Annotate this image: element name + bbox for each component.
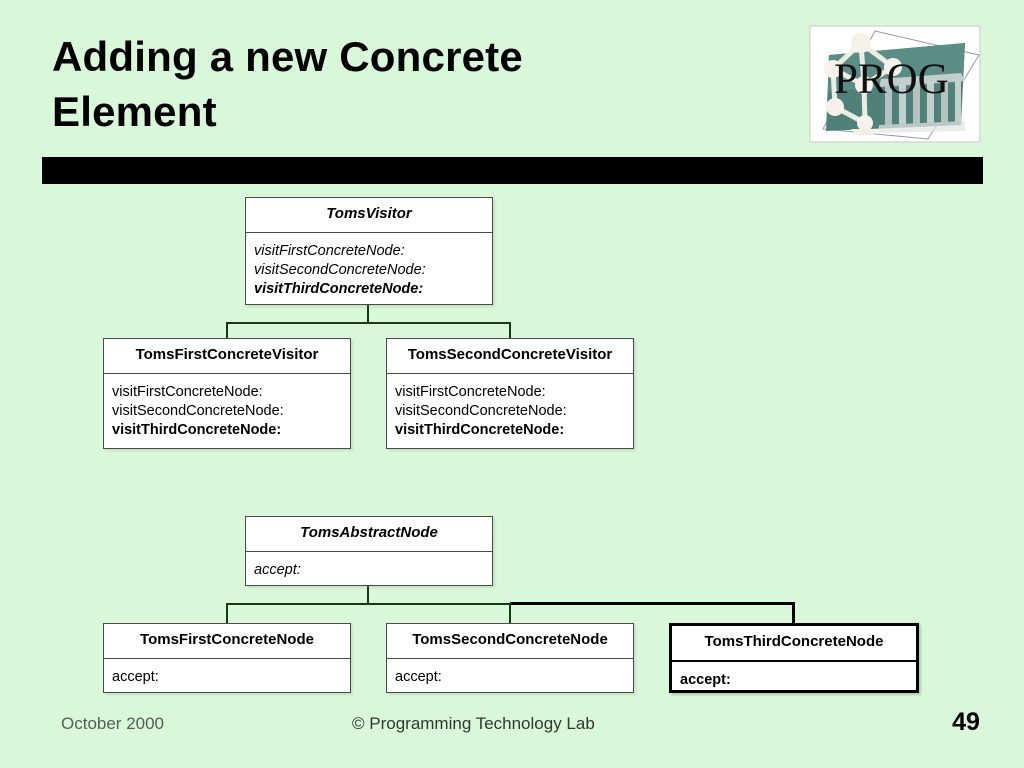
uml-class-title: TomsAbstractNode: [246, 517, 492, 552]
uml-class-methods: visitFirstConcreteNode: visitSecondConcr…: [387, 374, 633, 450]
page-number: 49: [952, 708, 980, 736]
uml-class-methods: accept:: [672, 662, 916, 699]
uml-method: visitSecondConcreteNode:: [112, 402, 284, 419]
uml-class-title: TomsThirdConcreteNode: [672, 626, 916, 662]
uml-class-title: TomsFirstConcreteVisitor: [104, 339, 350, 374]
uml-method: visitSecondConcreteNode:: [254, 261, 426, 278]
uml-class-toms-second-concrete-node[interactable]: TomsSecondConcreteNode accept:: [386, 623, 634, 693]
title-divider-bar: [42, 157, 983, 184]
uml-class-toms-third-concrete-node[interactable]: TomsThirdConcreteNode accept:: [669, 623, 919, 693]
prog-logo-text: PROG: [834, 56, 949, 103]
uml-class-methods: accept:: [246, 552, 492, 589]
page-title: Adding a new Concrete Element: [52, 33, 523, 135]
uml-method: accept:: [254, 561, 301, 578]
connector-node-drop-first: [226, 603, 228, 625]
uml-class-toms-abstract-node[interactable]: TomsAbstractNode accept:: [245, 516, 493, 586]
uml-method: visitFirstConcreteNode:: [395, 383, 546, 400]
uml-method: visitFirstConcreteNode:: [254, 242, 405, 259]
uml-class-toms-first-concrete-node[interactable]: TomsFirstConcreteNode accept:: [103, 623, 351, 693]
uml-class-title: TomsVisitor: [246, 198, 492, 233]
uml-class-methods: accept:: [104, 659, 350, 696]
uml-method: accept:: [112, 668, 159, 685]
connector-node-stem: [367, 586, 369, 604]
prog-logo: PROG: [809, 25, 981, 143]
connector-visitor-drop-right: [509, 322, 511, 339]
footer-copyright: © Programming Technology Lab: [352, 714, 595, 733]
connector-visitor-drop-left: [226, 322, 228, 339]
connector-node-drop-second: [509, 603, 511, 625]
connector-node-horizontal-right: [510, 602, 795, 605]
uml-class-toms-first-concrete-visitor[interactable]: TomsFirstConcreteVisitor visitFirstConcr…: [103, 338, 351, 449]
connector-node-drop-third: [792, 602, 795, 625]
connector-visitor-horizontal: [226, 322, 511, 324]
uml-method: accept:: [680, 671, 731, 688]
uml-class-title: TomsFirstConcreteNode: [104, 624, 350, 659]
uml-method: visitFirstConcreteNode:: [112, 383, 263, 400]
uml-class-methods: accept:: [387, 659, 633, 696]
uml-class-methods: visitFirstConcreteNode: visitSecondConcr…: [104, 374, 350, 450]
uml-method: accept:: [395, 668, 442, 685]
uml-class-title: TomsSecondConcreteVisitor: [387, 339, 633, 374]
uml-class-toms-second-concrete-visitor[interactable]: TomsSecondConcreteVisitor visitFirstConc…: [386, 338, 634, 449]
uml-class-title: TomsSecondConcreteNode: [387, 624, 633, 659]
uml-class-methods: visitFirstConcreteNode: visitSecondConcr…: [246, 233, 492, 309]
uml-method: visitThirdConcreteNode:: [112, 422, 282, 439]
uml-method: visitThirdConcreteNode:: [254, 281, 424, 298]
uml-class-toms-visitor[interactable]: TomsVisitor visitFirstConcreteNode: visi…: [245, 197, 493, 305]
connector-node-horizontal-left: [226, 603, 512, 605]
connector-visitor-stem: [367, 305, 369, 323]
uml-method: visitSecondConcreteNode:: [395, 402, 567, 419]
footer-date: October 2000: [61, 714, 165, 733]
prog-logo-icon: PROG: [809, 25, 981, 143]
uml-method: visitThirdConcreteNode:: [395, 422, 565, 439]
